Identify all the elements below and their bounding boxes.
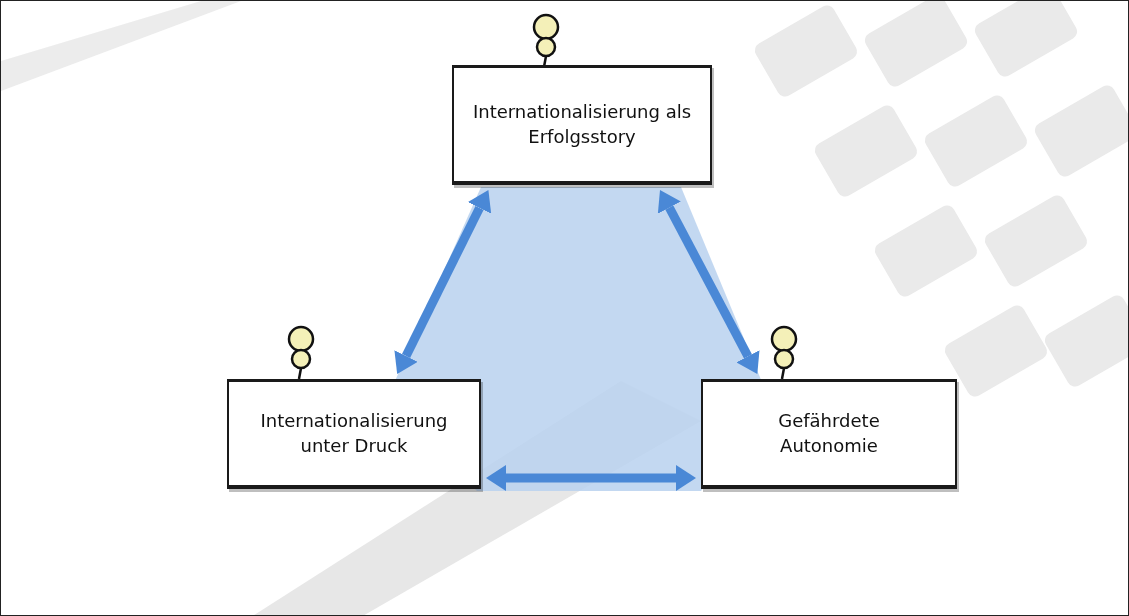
pushpin-head <box>772 327 796 351</box>
key-shape <box>752 3 860 100</box>
pushpin-body <box>537 38 555 56</box>
double-arrow <box>406 208 479 356</box>
double-arrow <box>506 474 676 483</box>
pushpin-body <box>775 350 793 368</box>
card-label: Gefährdete Autonomie <box>764 409 894 458</box>
key-shape <box>942 303 1050 400</box>
double-arrow <box>669 208 748 357</box>
key-shape <box>1032 83 1129 180</box>
note-card: Gefährdete Autonomie <box>701 379 957 489</box>
key-shape <box>812 103 920 200</box>
key-shape <box>922 93 1030 190</box>
pen-shape <box>1 1 241 91</box>
key-shape <box>982 193 1090 290</box>
pushpin-head <box>534 15 558 39</box>
pushpin-head <box>289 327 313 351</box>
pushpin-needle <box>782 368 784 379</box>
card-label: Internationalisierung unter Druck <box>241 409 467 458</box>
note-card: Internationalisierung unter Druck <box>227 379 481 489</box>
pushpin-icon <box>534 15 558 67</box>
key-shape <box>872 203 980 300</box>
pushpin-body <box>292 350 310 368</box>
key-shape <box>972 1 1080 79</box>
card-label: Internationalisierung als Erfolgsstory <box>466 100 698 149</box>
pushpin-needle <box>299 368 301 379</box>
pushpin-icon <box>289 327 313 379</box>
key-shape <box>1042 293 1129 390</box>
pushpin-icon <box>772 327 796 379</box>
note-card: Internationalisierung als Erfolgsstory <box>452 65 712 185</box>
key-shape <box>862 1 970 89</box>
